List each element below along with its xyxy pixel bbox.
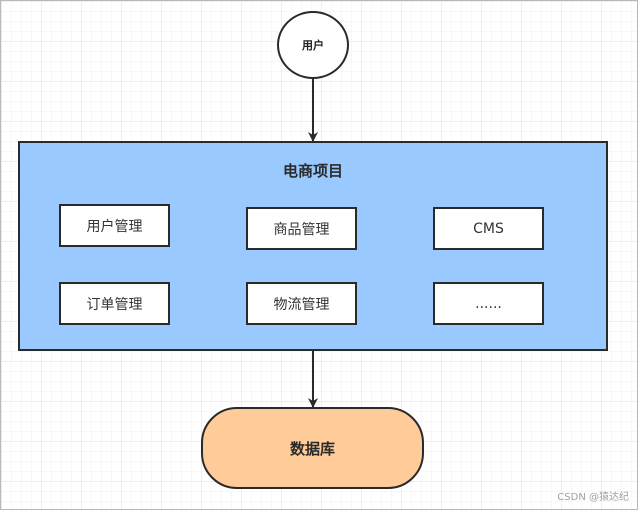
user-label: 用户: [302, 39, 324, 52]
project-title: 电商项目: [282, 162, 343, 180]
database-label: 数据库: [289, 439, 335, 458]
module-label: 物流管理: [273, 296, 330, 313]
module-user-management[interactable]: 用户管理: [59, 204, 170, 247]
module-logistics-management[interactable]: 物流管理: [246, 282, 357, 325]
watermark: CSDN @猿达纪: [557, 492, 629, 503]
module-label: 订单管理: [86, 296, 143, 313]
user-node[interactable]: 用户: [277, 11, 349, 79]
module-label: ......: [475, 295, 502, 312]
database-node[interactable]: 数据库: [201, 407, 424, 489]
module-product-management[interactable]: 商品管理: [246, 207, 357, 250]
module-cms[interactable]: CMS: [433, 207, 544, 250]
ecommerce-project-container[interactable]: 电商项目 用户管理 商品管理 CMS 订单管理 物流管理 ......: [18, 141, 608, 351]
module-more[interactable]: ......: [433, 282, 544, 325]
module-label: 商品管理: [273, 221, 330, 238]
module-label: 用户管理: [86, 218, 143, 235]
module-order-management[interactable]: 订单管理: [59, 282, 170, 325]
module-label: CMS: [473, 220, 504, 237]
